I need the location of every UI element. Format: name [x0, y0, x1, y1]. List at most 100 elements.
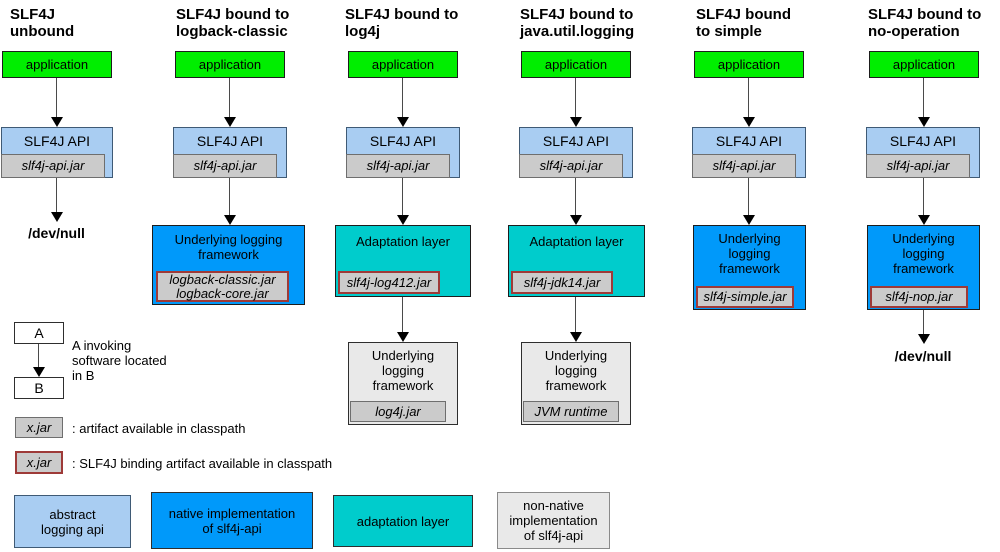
arrow-down-icon — [570, 297, 582, 342]
jar-box: slf4j-api.jar — [519, 154, 623, 178]
column-title-nop: SLF4J bound to no-operation — [868, 6, 981, 40]
key-line: adaptation layer — [356, 513, 450, 529]
jar-box: slf4j-api.jar — [866, 154, 970, 178]
framework-line: logging — [728, 246, 771, 261]
application-box: application — [2, 51, 112, 78]
binding-jar-box: slf4j-simple.jar — [696, 286, 794, 308]
binding-jar-box: logback-classic.jar logback-core.jar — [156, 271, 289, 302]
framework-line: Underlying — [544, 348, 608, 363]
slf4j-api-box: SLF4J API slf4j-api.jar — [866, 127, 980, 178]
title-line: no-operation — [868, 23, 960, 40]
arrow-down-icon — [397, 178, 409, 225]
framework-line: Underlying — [892, 231, 955, 246]
legend-binding-jar-box: x.jar — [15, 451, 63, 474]
key-nonnative-implementation: non-native implementation of slf4j-api — [497, 492, 610, 549]
framework-line: framework — [545, 378, 607, 393]
slf4j-api-label: SLF4J API — [542, 133, 610, 149]
jar-box: slf4j-api.jar — [1, 154, 105, 178]
dev-null-label: /dev/null — [894, 348, 952, 364]
title-line: SLF4J bound to — [520, 6, 634, 23]
arrow-down-icon — [570, 78, 582, 127]
slf4j-api-box: SLF4J API slf4j-api.jar — [173, 127, 287, 178]
framework-label: Underlying logging framework — [522, 343, 630, 393]
adaptation-layer-box: Adaptation layer slf4j-log412.jar — [335, 225, 471, 297]
underlying-framework-box: Underlying logging framework slf4j-nop.j… — [867, 225, 980, 310]
underlying-framework-box: Underlying logging framework logback-cla… — [152, 225, 305, 305]
framework-line: framework — [372, 378, 434, 393]
binding-jar-box: slf4j-jdk14.jar — [511, 271, 613, 294]
framework-line: logging — [382, 363, 424, 378]
adaptation-layer-box: Adaptation layer slf4j-jdk14.jar — [508, 225, 645, 297]
title-line: log4j — [345, 23, 381, 40]
slf4j-api-label: SLF4J API — [23, 133, 91, 149]
title-line: unbound — [10, 23, 75, 40]
key-line: of slf4j-api — [202, 520, 262, 536]
jar-box: slf4j-api.jar — [692, 154, 796, 178]
framework-line: framework — [198, 247, 259, 262]
key-line: logging api — [41, 521, 104, 537]
arrow-down-icon — [51, 178, 63, 222]
note-line: software located — [72, 353, 167, 368]
jar-box: slf4j-api.jar — [346, 154, 450, 178]
application-box: application — [348, 51, 458, 78]
arrow-down-icon — [918, 310, 930, 344]
framework-label: Underlying logging framework — [694, 226, 805, 276]
arrow-down-icon — [743, 78, 755, 127]
arrow-down-icon — [570, 178, 582, 225]
adaptation-label: Adaptation layer — [356, 234, 450, 249]
column-title-simple: SLF4J bound to simple — [696, 6, 791, 40]
slf4j-api-box: SLF4J API slf4j-api.jar — [1, 127, 113, 178]
jar-line: logback-core.jar — [176, 285, 269, 301]
title-line: SLF4J bound — [696, 6, 791, 23]
slf4j-api-box: SLF4J API slf4j-api.jar — [692, 127, 806, 178]
slf4j-api-label: SLF4J API — [369, 133, 437, 149]
framework-line: framework — [893, 261, 954, 276]
jar-box: JVM runtime — [523, 401, 619, 422]
framework-line: Underlying logging — [174, 232, 283, 247]
arrow-down-icon — [918, 78, 930, 127]
arrow-down-icon — [397, 297, 409, 342]
legend-binding-note: : SLF4J binding artifact available in cl… — [72, 456, 333, 471]
key-line: abstract — [49, 506, 96, 522]
underlying-framework-box: Underlying logging framework slf4j-simpl… — [693, 225, 806, 310]
adaptation-label: Adaptation layer — [529, 234, 624, 249]
arrow-down-icon — [33, 344, 45, 377]
key-line: of slf4j-api — [523, 528, 584, 543]
application-box: application — [694, 51, 804, 78]
column-title-log4j: SLF4J bound to log4j — [345, 6, 458, 40]
slf4j-api-box: SLF4J API slf4j-api.jar — [346, 127, 460, 178]
key-abstract-logging-api: abstract logging api — [14, 495, 131, 548]
key-line: non-native — [523, 498, 584, 513]
legend-box-a: A — [14, 322, 64, 344]
key-native-implementation: native implementation of slf4j-api — [151, 492, 313, 549]
framework-line: Underlying — [718, 231, 781, 246]
title-line: SLF4J bound to — [176, 6, 290, 23]
column-title-jul: SLF4J bound to java.util.logging — [520, 6, 634, 40]
arrow-down-icon — [743, 178, 755, 225]
framework-line: Underlying — [371, 348, 435, 363]
framework-label: Underlying logging framework — [153, 226, 304, 262]
jar-box: slf4j-api.jar — [173, 154, 277, 178]
framework-line: logging — [555, 363, 597, 378]
jar-box: log4j.jar — [350, 401, 446, 422]
application-box: application — [521, 51, 631, 78]
framework-label: Underlying logging framework — [868, 226, 979, 276]
slf4j-api-label: SLF4J API — [715, 133, 783, 149]
key-adaptation-layer: adaptation layer — [333, 495, 473, 547]
underlying-framework-box: Underlying logging framework log4j.jar — [348, 342, 458, 425]
arrow-down-icon — [224, 78, 236, 127]
application-box: application — [869, 51, 979, 78]
slf4j-api-label: SLF4J API — [889, 133, 957, 149]
slf4j-api-box: SLF4J API slf4j-api.jar — [519, 127, 633, 178]
title-line: SLF4J bound to — [345, 6, 459, 23]
title-line: SLF4J bound to — [868, 6, 982, 23]
title-line: logback-classic — [176, 23, 288, 40]
framework-line: logging — [902, 246, 945, 261]
arrow-down-icon — [51, 78, 63, 127]
title-line: to simple — [696, 23, 762, 40]
legend-invoke-note: A invoking software located in B — [72, 338, 167, 383]
legend-artifact-note: : artifact available in classpath — [72, 421, 246, 436]
dev-null-label: /dev/null — [28, 225, 85, 241]
title-line: SLF4J — [10, 6, 56, 23]
